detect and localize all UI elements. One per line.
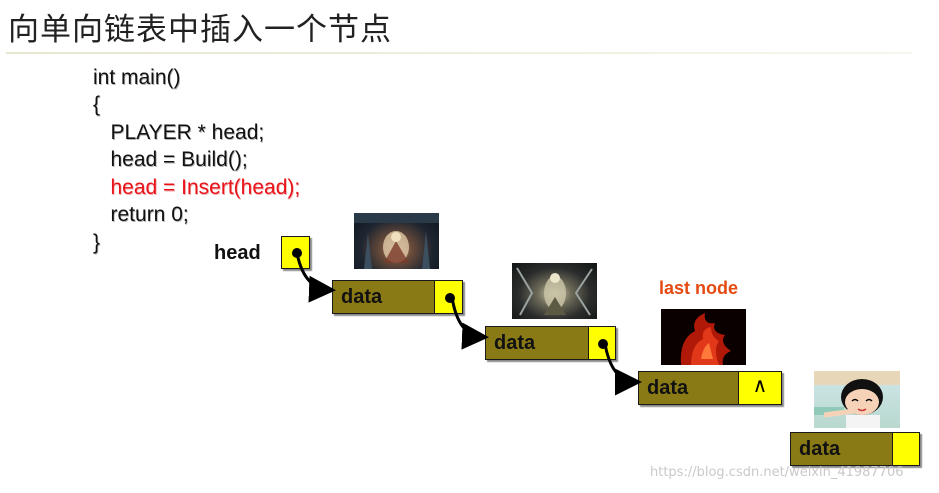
watermark: https://blog.csdn.net/weixin_41987706 xyxy=(650,465,904,480)
last-node-label: last node xyxy=(659,278,739,298)
code-line: PLAYER * head; xyxy=(93,121,265,144)
node-pointer-field: ∧ xyxy=(739,372,781,404)
code-line: head = Build(); xyxy=(93,148,248,171)
node-data-field: data xyxy=(791,433,893,465)
link-arrow xyxy=(450,296,489,350)
list-node-new: data xyxy=(790,432,920,466)
slide-title: 向单向链表中插入一个节点 xyxy=(8,12,392,48)
cartoon-girl-icon xyxy=(814,371,900,428)
node-pointer-field xyxy=(435,281,462,313)
node-picture-4 xyxy=(814,371,900,428)
null-pointer-icon: ∧ xyxy=(752,373,768,397)
link-arrow xyxy=(603,343,642,396)
node-data-field: data xyxy=(486,327,589,359)
pointer-dot-icon xyxy=(598,339,608,349)
node-picture-3 xyxy=(661,309,746,365)
node-data-field: data xyxy=(639,372,739,404)
head-pointer-label: head xyxy=(214,242,261,264)
list-node-1: data xyxy=(332,280,463,314)
flame-figure-icon xyxy=(680,313,731,365)
node-pointer-field xyxy=(893,433,919,465)
node-picture-2 xyxy=(512,263,597,319)
warrior-figure-icon xyxy=(354,213,439,269)
link-arrow xyxy=(295,252,336,303)
pointer-dot-icon xyxy=(445,293,455,303)
list-node-3: data ∧ xyxy=(638,371,782,405)
list-node-2: data xyxy=(485,326,616,360)
node-data-field: data xyxy=(333,281,435,313)
armored-figure-icon xyxy=(516,267,593,316)
node-picture-1 xyxy=(354,213,439,269)
code-line: int main() xyxy=(93,66,181,89)
title-divider xyxy=(6,52,912,54)
code-line: } xyxy=(93,231,101,254)
code-line: { xyxy=(93,93,101,116)
node-pointer-field xyxy=(589,327,615,359)
code-line: return 0; xyxy=(93,203,189,226)
code-line-highlighted: head = Insert(head); xyxy=(93,176,301,199)
